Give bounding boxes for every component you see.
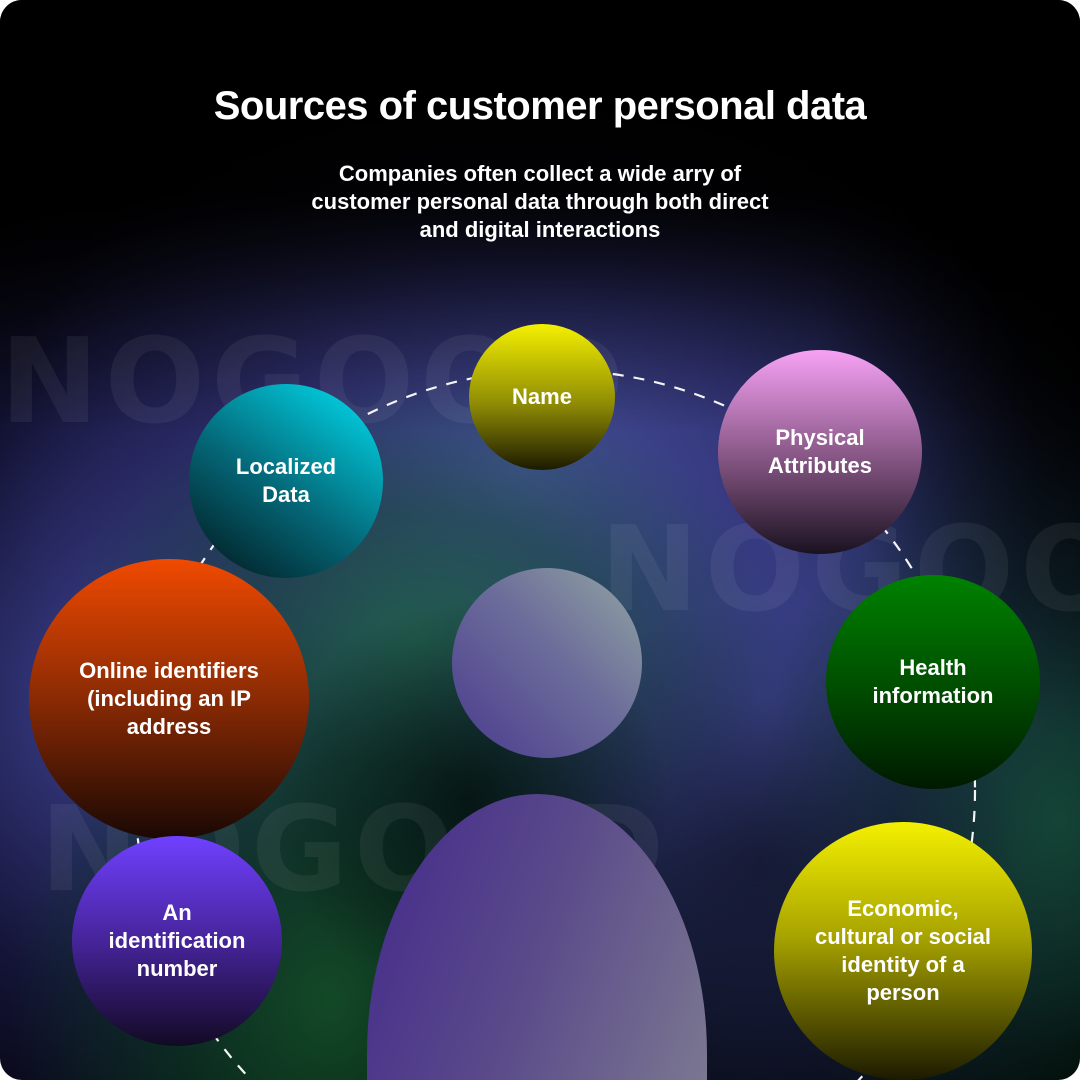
page-title: Sources of customer personal data <box>213 84 867 128</box>
bubble-label-line: identification <box>108 928 246 953</box>
bubble-label-line: identity of a <box>841 952 965 977</box>
bubble-label-line: Attributes <box>768 453 872 478</box>
bubble-label-line: Localized <box>235 454 337 479</box>
bubble-online-identifiers: Online identifiers (including an IP addr… <box>29 559 309 839</box>
bubble-label-line: address <box>126 714 212 739</box>
bubble-localized-data: Localized Data <box>189 384 383 578</box>
bubble-label-line: person <box>866 980 940 1005</box>
bubble-physical-attributes: Physical Attributes <box>718 350 922 554</box>
bubble-label-line: number <box>136 956 218 981</box>
bubble-name: Name <box>469 324 615 470</box>
bubble-label-line: Economic, <box>847 896 959 921</box>
bubble-identification-number: An identification number <box>72 836 282 1046</box>
bubble-label-line: Name <box>512 384 572 409</box>
bubble-label-line: Physical <box>775 425 865 450</box>
bubble-label-line: Health <box>899 655 967 680</box>
person-head-icon <box>452 568 642 758</box>
page-subtitle: Companies often collect a wide arry of c… <box>311 161 769 242</box>
bubble-label-line: Online identifiers <box>79 658 259 683</box>
bubble-health-information: Health information <box>826 575 1040 789</box>
bubble-label-line: cultural or social <box>814 924 992 949</box>
bubble-label-line: information <box>872 683 994 708</box>
bubble-label-line: Data <box>262 482 310 507</box>
bubble-label-line: (including an IP <box>87 686 251 711</box>
bubble-label-line: An <box>162 900 192 925</box>
bubble-economic-cultural-social-identity: Economic, cultural or social identity of… <box>774 822 1032 1080</box>
